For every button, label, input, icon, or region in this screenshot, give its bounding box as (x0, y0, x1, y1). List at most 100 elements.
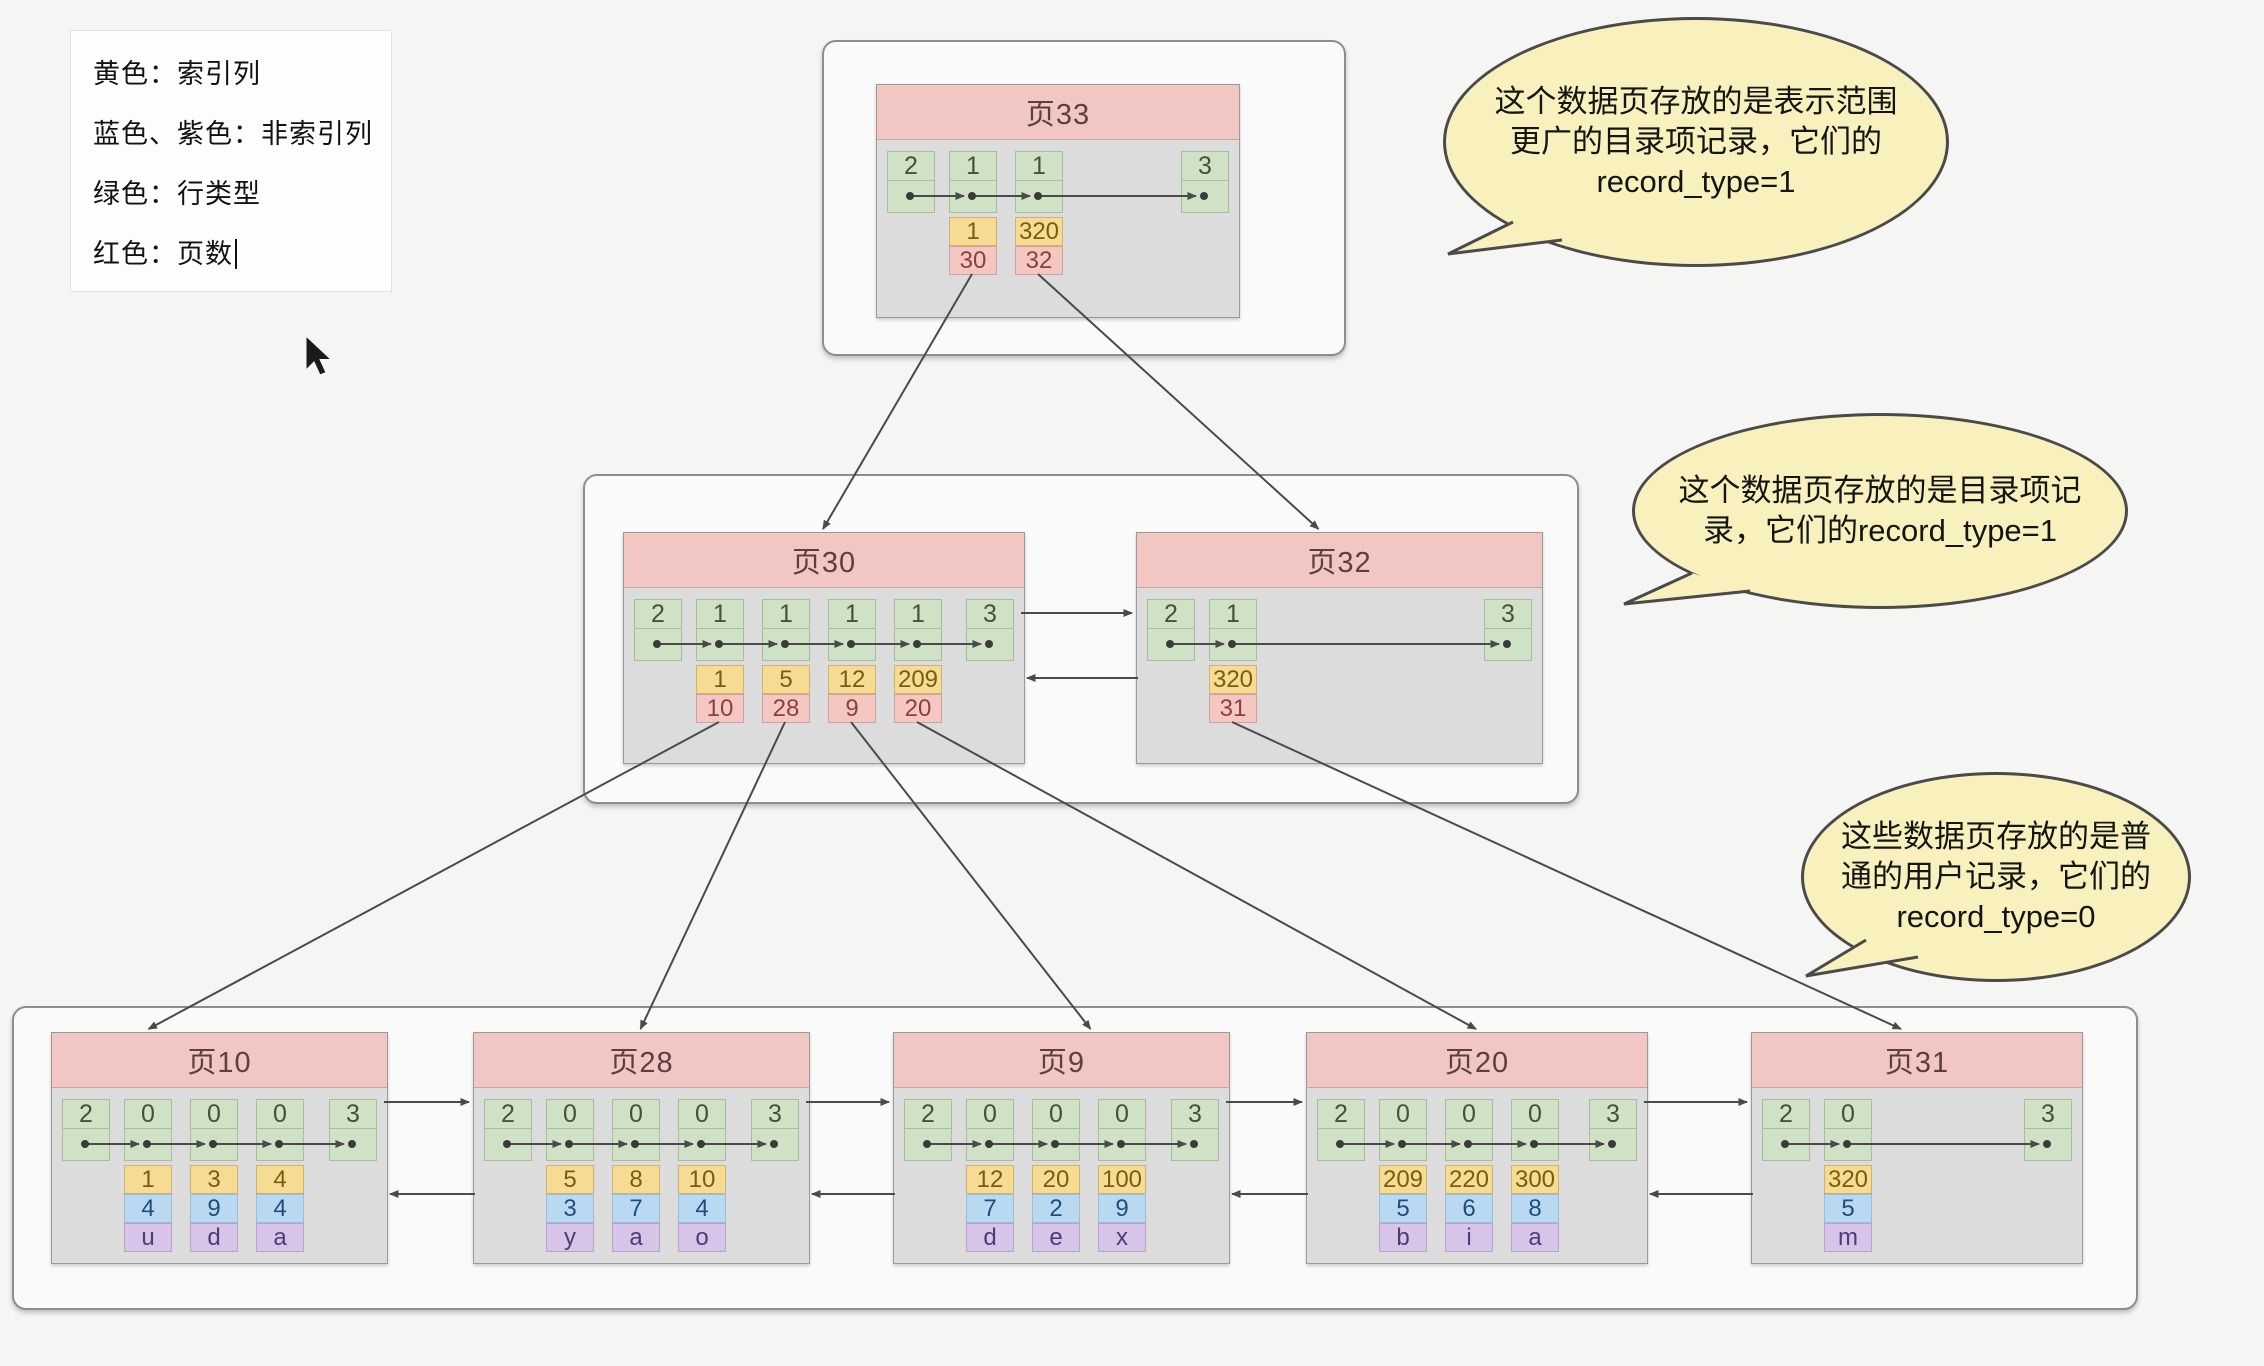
record-pointer-cell (190, 1129, 238, 1161)
legend-line-row-type: 绿色：行类型 (93, 178, 261, 209)
page-title-p10: 页10 (52, 1033, 387, 1088)
record-type-cell: 0 (256, 1099, 304, 1129)
legend-line-page-no: 红色：页数 (93, 232, 369, 271)
callout-root-page: 这个数据页存放的是表示范围 更广的目录项记录，它们的 record_type=1 (1443, 17, 1949, 267)
record-pointer-cell (1171, 1129, 1219, 1161)
record-type-cell: 2 (1317, 1099, 1365, 1129)
record-pointer-cell (904, 1129, 952, 1161)
index-value-cell: 1 (949, 217, 997, 246)
callout-text: record_type=0 (1896, 898, 2096, 934)
record-type-cell: 0 (1445, 1099, 1493, 1129)
record-type-cell: 1 (1015, 151, 1063, 181)
record-pointer-cell (1445, 1129, 1493, 1161)
record-type-cell: 1 (762, 599, 810, 629)
non-index-value-cell: 3 (546, 1194, 594, 1223)
index-value-cell: 5 (762, 665, 810, 694)
non-index-value-cell: 6 (1445, 1194, 1493, 1223)
record-pointer-cell (124, 1129, 172, 1161)
record-pointer-cell (484, 1129, 532, 1161)
non-index-value-cell: m (1824, 1223, 1872, 1252)
record-type-cell: 3 (329, 1099, 377, 1129)
page-title-p30: 页30 (624, 533, 1024, 588)
page-title-p9: 页9 (894, 1033, 1229, 1088)
index-value-cell: 320 (1824, 1165, 1872, 1194)
page-number-cell: 9 (828, 694, 876, 723)
record-type-cell: 3 (1589, 1099, 1637, 1129)
record-type-cell: 1 (1209, 599, 1257, 629)
record-type-cell: 3 (751, 1099, 799, 1129)
record-type-cell: 0 (124, 1099, 172, 1129)
index-value-cell: 100 (1098, 1165, 1146, 1194)
record-type-cell: 0 (1824, 1099, 1872, 1129)
record-pointer-cell (634, 629, 682, 661)
record-pointer-cell (1511, 1129, 1559, 1161)
record-type-cell: 2 (1762, 1099, 1810, 1129)
page-number-cell: 10 (696, 694, 744, 723)
record-pointer-cell (256, 1129, 304, 1161)
index-value-cell: 8 (612, 1165, 660, 1194)
record-type-cell: 0 (1379, 1099, 1427, 1129)
callout-directory-pages: 这个数据页存放的是目录项记 录，它们的record_type=1 (1632, 413, 2128, 609)
record-pointer-cell (678, 1129, 726, 1161)
callout-text: 这个数据页存放的是目录项记 (1678, 473, 2082, 509)
non-index-value-cell: a (256, 1223, 304, 1252)
page-number-cell: 31 (1209, 694, 1257, 723)
index-value-cell: 209 (894, 665, 942, 694)
record-type-cell: 2 (634, 599, 682, 629)
legend-line-index: 黄色：索引列 (93, 58, 261, 89)
record-pointer-cell (966, 629, 1014, 661)
page-title-p32: 页32 (1137, 533, 1542, 588)
record-pointer-cell (828, 629, 876, 661)
record-type-cell: 2 (904, 1099, 952, 1129)
page-title-p20: 页20 (1307, 1033, 1647, 1088)
record-pointer-cell (612, 1129, 660, 1161)
record-type-cell: 3 (1484, 599, 1532, 629)
record-type-cell: 3 (966, 599, 1014, 629)
record-pointer-cell (966, 1129, 1014, 1161)
non-index-value-cell: 8 (1511, 1194, 1559, 1223)
record-type-cell: 0 (678, 1099, 726, 1129)
non-index-value-cell: 9 (1098, 1194, 1146, 1223)
record-type-cell: 3 (1171, 1099, 1219, 1129)
text-caret (235, 238, 237, 269)
non-index-value-cell: u (124, 1223, 172, 1252)
record-type-cell: 2 (1147, 599, 1195, 629)
index-value-cell: 1 (124, 1165, 172, 1194)
non-index-value-cell: e (1032, 1223, 1080, 1252)
index-value-cell: 4 (256, 1165, 304, 1194)
record-pointer-cell (887, 181, 935, 213)
non-index-value-cell: 4 (124, 1194, 172, 1223)
callout-text: 更广的目录项记录，它们的 (1510, 124, 1882, 160)
non-index-value-cell: 2 (1032, 1194, 1080, 1223)
record-type-cell: 1 (828, 599, 876, 629)
non-index-value-cell: d (190, 1223, 238, 1252)
record-pointer-cell (1147, 629, 1195, 661)
mouse-cursor (305, 334, 333, 376)
record-pointer-cell (2024, 1129, 2072, 1161)
callout-text: 这些数据页存放的是普 (1841, 819, 2151, 855)
index-value-cell: 209 (1379, 1165, 1427, 1194)
record-pointer-cell (1762, 1129, 1810, 1161)
record-pointer-cell (62, 1129, 110, 1161)
non-index-value-cell: 5 (1379, 1194, 1427, 1223)
record-pointer-cell (1209, 629, 1257, 661)
page-title-p28: 页28 (474, 1033, 809, 1088)
record-type-cell: 3 (2024, 1099, 2072, 1129)
record-type-cell: 2 (484, 1099, 532, 1129)
non-index-value-cell: d (966, 1223, 1014, 1252)
non-index-value-cell: a (1511, 1223, 1559, 1252)
non-index-value-cell: y (546, 1223, 594, 1252)
non-index-value-cell: i (1445, 1223, 1493, 1252)
record-type-cell: 0 (190, 1099, 238, 1129)
non-index-value-cell: 4 (678, 1194, 726, 1223)
record-type-cell: 0 (1032, 1099, 1080, 1129)
page-number-cell: 30 (949, 246, 997, 275)
record-pointer-cell (1589, 1129, 1637, 1161)
